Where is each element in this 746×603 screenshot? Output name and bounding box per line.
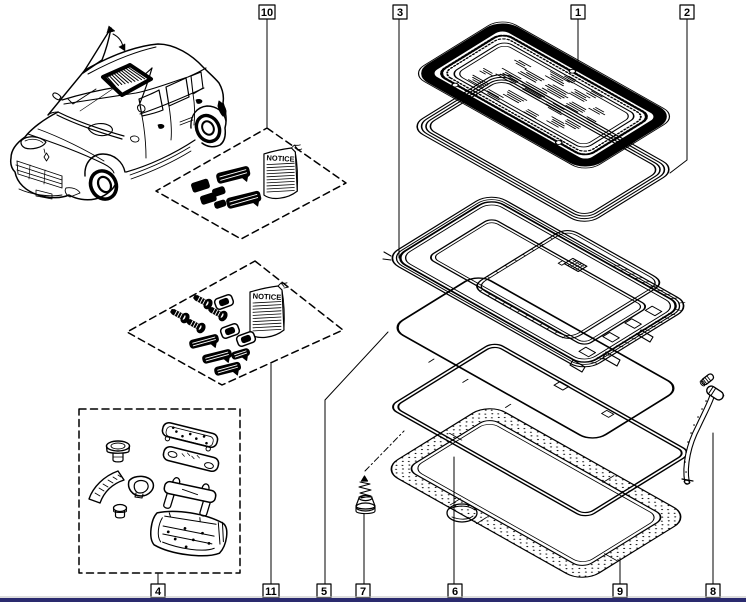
svg-text:NOTICE: NOTICE [252, 292, 281, 302]
svg-text:6: 6 [452, 586, 458, 598]
svg-text:8: 8 [710, 586, 716, 598]
svg-text:11: 11 [265, 586, 277, 598]
svg-text:3: 3 [397, 7, 403, 19]
svg-text:7: 7 [360, 586, 366, 598]
svg-text:9: 9 [617, 586, 623, 598]
svg-text:10: 10 [261, 7, 273, 19]
svg-text:NOTICE: NOTICE [266, 153, 295, 163]
svg-text:5: 5 [321, 586, 327, 598]
svg-text:4: 4 [155, 586, 162, 598]
svg-text:1: 1 [575, 7, 581, 19]
svg-text:2: 2 [684, 7, 690, 19]
